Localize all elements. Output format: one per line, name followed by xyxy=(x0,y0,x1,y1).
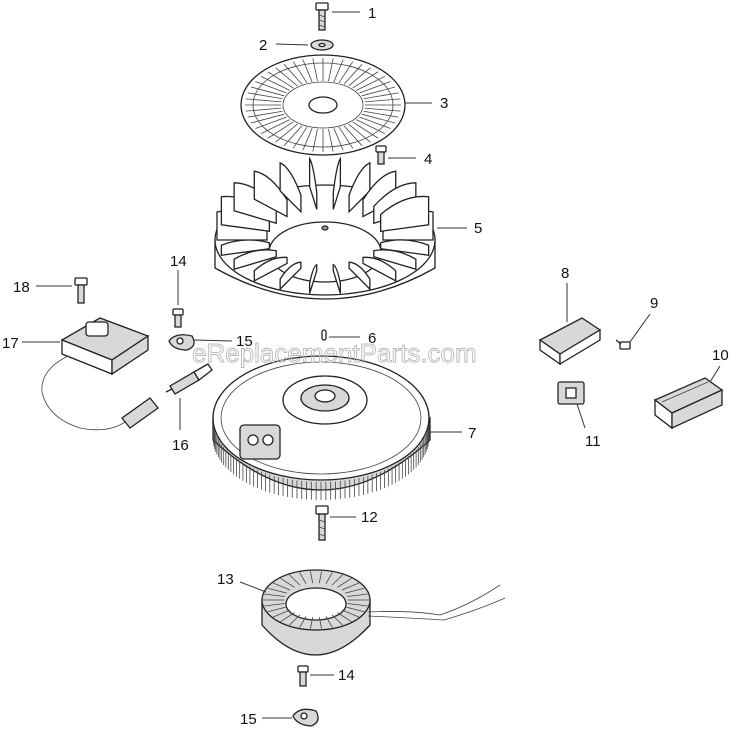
part-3-screen[interactable] xyxy=(240,54,406,156)
part-5-fan[interactable] xyxy=(214,156,436,300)
part-14-screw-upper[interactable] xyxy=(172,308,184,328)
part-11-connector[interactable] xyxy=(557,381,585,405)
callout-8: 8 xyxy=(561,265,569,282)
callout-14-upper: 14 xyxy=(170,253,187,270)
callout-10: 10 xyxy=(712,347,729,364)
callout-17: 17 xyxy=(2,335,19,352)
part-4-screw[interactable] xyxy=(375,145,387,165)
callout-14-lower: 14 xyxy=(338,667,355,684)
part-14-screw-lower[interactable] xyxy=(297,665,309,687)
part-18-bolt[interactable] xyxy=(74,277,88,304)
part-16-spark-plug[interactable] xyxy=(165,363,213,395)
part-8-regulator[interactable] xyxy=(538,317,602,366)
callout-7: 7 xyxy=(468,425,476,442)
callout-15-lower: 15 xyxy=(240,711,257,728)
callout-3: 3 xyxy=(440,95,448,112)
callout-16: 16 xyxy=(172,437,189,454)
part-12-bolt[interactable] xyxy=(315,505,329,541)
part-1-bolt[interactable] xyxy=(315,2,329,31)
callout-15-upper: 15 xyxy=(236,333,253,350)
part-15-clamp-lower[interactable] xyxy=(292,708,319,727)
callout-1: 1 xyxy=(368,5,376,22)
part-10-module[interactable] xyxy=(653,377,724,430)
callout-9: 9 xyxy=(650,295,658,312)
watermark-text: eReplacementParts.com xyxy=(192,338,477,368)
part-6-key[interactable] xyxy=(321,329,327,341)
callout-6: 6 xyxy=(368,330,376,347)
callout-5: 5 xyxy=(474,220,482,237)
part-7-flywheel[interactable] xyxy=(212,355,431,500)
part-9-screw[interactable] xyxy=(615,339,631,350)
callout-2: 2 xyxy=(259,37,267,54)
callout-11: 11 xyxy=(585,433,601,450)
part-17-ignition-module[interactable] xyxy=(41,317,159,431)
part-13-stator[interactable] xyxy=(261,569,506,656)
leader-lines xyxy=(22,11,721,719)
part-2-washer[interactable] xyxy=(310,39,334,51)
callout-13: 13 xyxy=(217,571,234,588)
callout-12: 12 xyxy=(361,509,378,526)
callout-4: 4 xyxy=(424,151,432,168)
part-15-clamp-upper[interactable] xyxy=(168,334,195,351)
callout-labels: 1 2 3 4 5 6 7 8 9 10 11 12 13 14 15 14 1… xyxy=(2,5,729,728)
callout-18: 18 xyxy=(13,279,30,296)
